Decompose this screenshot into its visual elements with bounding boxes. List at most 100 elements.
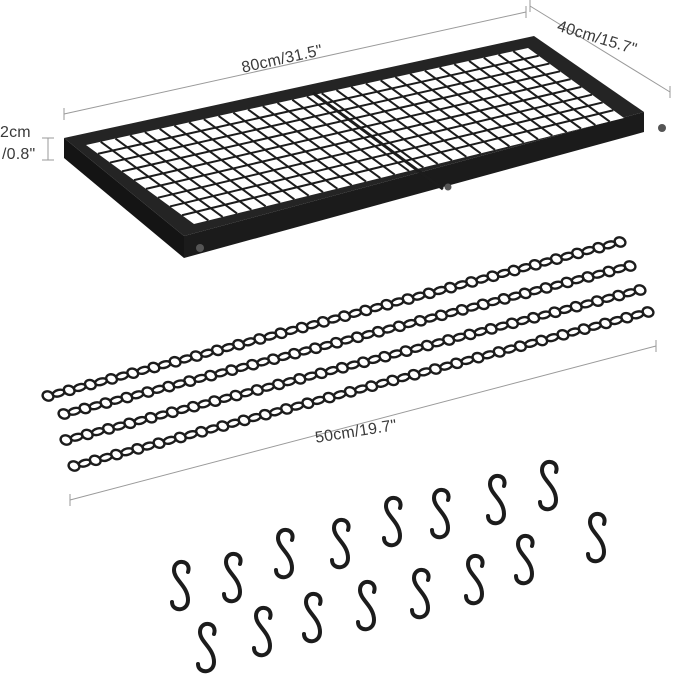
grid-wire bbox=[133, 78, 571, 182]
chain-link bbox=[407, 368, 421, 381]
height-in-label: /0.8" bbox=[2, 146, 36, 163]
chain-link bbox=[463, 328, 477, 341]
chain-link bbox=[527, 311, 541, 324]
chain-link bbox=[41, 390, 55, 402]
chain-link bbox=[147, 361, 161, 374]
chain-link bbox=[513, 340, 528, 353]
grid-wire bbox=[497, 53, 596, 126]
chain-link bbox=[99, 397, 113, 409]
chain-link bbox=[623, 260, 637, 272]
chain-link bbox=[434, 309, 448, 322]
s-hook bbox=[252, 606, 273, 658]
grid-wire bbox=[453, 63, 553, 137]
chain-link bbox=[216, 420, 230, 432]
chain-link bbox=[442, 334, 456, 346]
chain-link bbox=[109, 448, 124, 461]
chain-link bbox=[253, 333, 267, 345]
chain-link bbox=[123, 417, 137, 430]
chain bbox=[57, 260, 637, 420]
chain-link bbox=[497, 293, 511, 305]
chain-link bbox=[314, 367, 328, 380]
chain-link bbox=[420, 339, 434, 352]
chain-link bbox=[208, 395, 222, 407]
grid-wire bbox=[335, 89, 439, 165]
chain-link bbox=[471, 351, 485, 364]
chain-link bbox=[246, 358, 260, 371]
grid-wire bbox=[100, 140, 209, 222]
chain-link bbox=[232, 338, 246, 351]
s-hook bbox=[330, 518, 351, 570]
chain-link bbox=[229, 389, 243, 402]
chain-link bbox=[67, 460, 81, 472]
chain-link bbox=[371, 325, 386, 338]
chain-link bbox=[272, 378, 286, 391]
chain-link bbox=[620, 311, 634, 324]
chain-link bbox=[88, 454, 102, 467]
s-hook bbox=[538, 460, 559, 512]
chain-link bbox=[343, 386, 357, 398]
chain-link bbox=[392, 320, 406, 333]
chain-link bbox=[380, 298, 394, 311]
chain-link bbox=[59, 434, 73, 446]
chain-link bbox=[548, 306, 562, 319]
s-hook bbox=[356, 580, 377, 632]
chain-link bbox=[126, 367, 140, 380]
chain-link bbox=[612, 289, 626, 302]
grid-wire bbox=[306, 95, 410, 172]
chain-link bbox=[507, 264, 521, 277]
chain-link bbox=[237, 414, 251, 427]
chain-link bbox=[443, 281, 458, 294]
chain-link bbox=[484, 323, 498, 335]
chain-link bbox=[476, 298, 490, 311]
s-hook bbox=[170, 560, 191, 612]
chain-link bbox=[120, 391, 134, 404]
chain-link bbox=[505, 317, 520, 330]
grid-wire bbox=[121, 70, 561, 173]
chain-link bbox=[465, 276, 479, 288]
rack-frame bbox=[64, 36, 666, 258]
grid-wire bbox=[262, 105, 367, 183]
chain-link bbox=[571, 247, 585, 260]
s-hook bbox=[196, 622, 217, 674]
chain-link bbox=[598, 317, 613, 330]
chain-link bbox=[295, 321, 309, 334]
grid-wire bbox=[109, 62, 550, 164]
chain-link bbox=[592, 241, 606, 254]
chain-link bbox=[329, 336, 344, 349]
chain-link bbox=[556, 328, 570, 341]
grid-wire bbox=[114, 137, 224, 218]
s-hook bbox=[382, 496, 403, 548]
grid-wire bbox=[424, 69, 525, 144]
s-hook bbox=[222, 552, 243, 604]
s-hook bbox=[302, 592, 323, 644]
chain-link bbox=[428, 363, 443, 375]
chain-link bbox=[450, 357, 464, 370]
chain bbox=[67, 306, 655, 472]
grid-wire bbox=[512, 50, 611, 123]
chain-link bbox=[492, 346, 506, 358]
height-cm-label: 2cm bbox=[0, 124, 31, 141]
grid-wire bbox=[144, 131, 252, 211]
chain-link bbox=[337, 310, 352, 322]
chain-link bbox=[539, 282, 553, 294]
chain bbox=[59, 284, 647, 446]
grid-wire bbox=[483, 56, 582, 130]
grid-wire bbox=[129, 134, 238, 215]
chain-link bbox=[577, 323, 591, 335]
chain-link bbox=[57, 408, 71, 420]
chain-link bbox=[365, 380, 379, 392]
chain-link bbox=[210, 344, 225, 357]
chain-link bbox=[141, 386, 155, 398]
grid-wire bbox=[291, 98, 396, 176]
chain-link bbox=[535, 334, 549, 347]
chain-link bbox=[80, 428, 94, 441]
chain-link bbox=[602, 265, 616, 278]
chain-link bbox=[225, 364, 239, 376]
chain-link bbox=[378, 350, 392, 363]
s-hooks bbox=[170, 460, 607, 674]
chain-link bbox=[194, 425, 209, 438]
chain-link bbox=[258, 408, 272, 421]
dimension-lines bbox=[42, 0, 671, 506]
